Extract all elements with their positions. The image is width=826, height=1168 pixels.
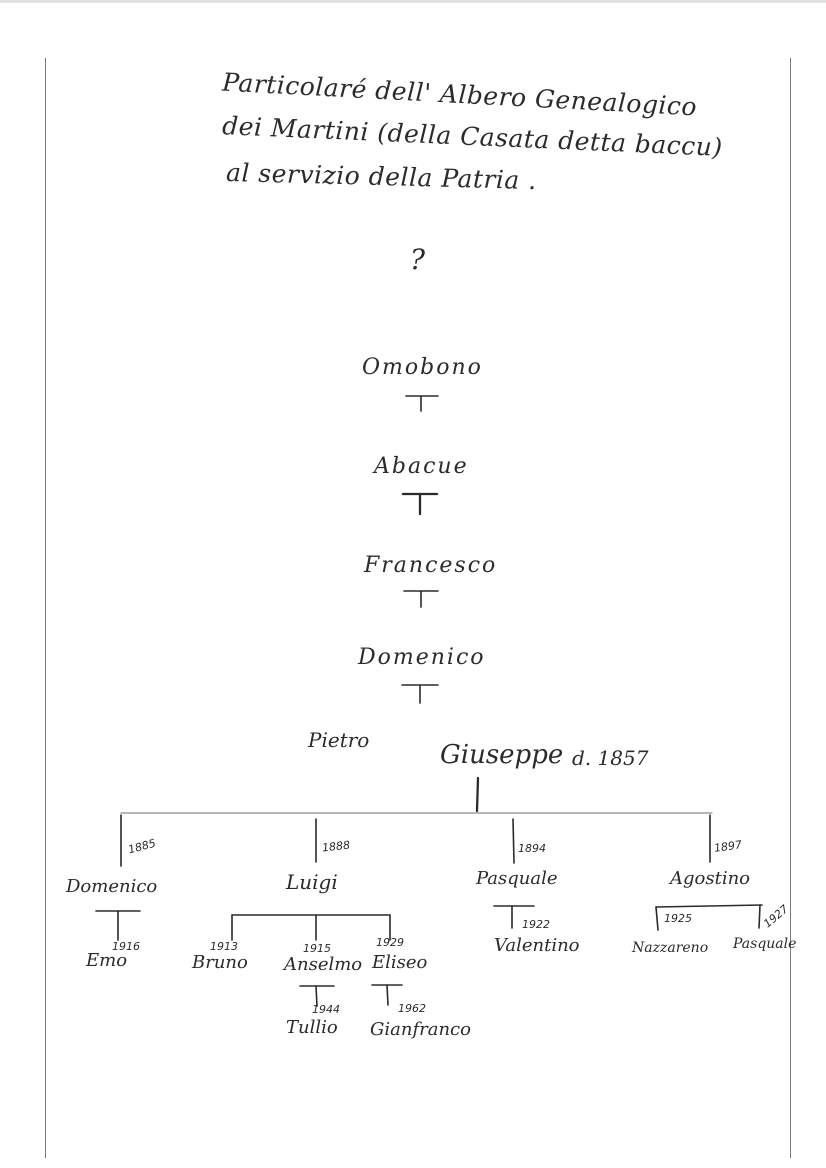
year-valentino: 1922 bbox=[522, 918, 550, 931]
great-grandchildren-connectors bbox=[299, 984, 403, 1007]
ancestor-connectors bbox=[401, 395, 439, 704]
ancestor-francesco: Francesco bbox=[364, 553, 498, 578]
head-giuseppe: Giuseppe bbox=[440, 740, 564, 770]
child-pasquale: Pasquale bbox=[476, 868, 558, 889]
grandchildren-connectors bbox=[95, 904, 763, 941]
grandchild-anselmo: Anselmo bbox=[284, 954, 363, 975]
connector-agostino-bar bbox=[655, 904, 763, 908]
year-emo: 1916 bbox=[112, 940, 140, 953]
grandchild-emo: Emo bbox=[86, 950, 128, 971]
head-death-date: d. 1857 bbox=[572, 746, 649, 770]
connector-pasquale-agostino bbox=[758, 904, 761, 929]
ancestor-domenico: Domenico bbox=[358, 645, 486, 670]
children-connectors bbox=[120, 776, 713, 867]
scan-top-edge bbox=[0, 0, 826, 3]
year-eliseo: 1929 bbox=[376, 936, 404, 949]
connector-child-pasquale bbox=[512, 818, 515, 864]
year-pasquale: 1894 bbox=[518, 842, 546, 855]
ancestor-omobono: Omobono bbox=[362, 355, 483, 380]
left-margin-line bbox=[45, 58, 46, 1158]
ancestor-abacue: Abacue bbox=[374, 454, 469, 479]
connector-gianfranco-stem bbox=[386, 984, 389, 1006]
year-tullio: 1944 bbox=[312, 1003, 340, 1016]
child-luigi: Luigi bbox=[286, 870, 338, 894]
year-bruno: 1913 bbox=[210, 940, 238, 953]
grandchild-valentino: Valentino bbox=[494, 935, 580, 956]
year-gianfranco: 1962 bbox=[398, 1002, 426, 1015]
grandchild-pasquale-agostino: Pasquale bbox=[733, 936, 797, 952]
grandchild-eliseo: Eliseo bbox=[372, 952, 428, 973]
child-agostino: Agostino bbox=[670, 868, 751, 889]
unknown-origin-mark: ? bbox=[410, 243, 426, 276]
year-anselmo: 1915 bbox=[303, 942, 331, 955]
great-grandchild-tullio: Tullio bbox=[286, 1017, 338, 1038]
sibling-pietro: Pietro bbox=[308, 728, 370, 752]
year-nazzareno: 1925 bbox=[664, 912, 692, 925]
grandchild-bruno: Bruno bbox=[192, 952, 248, 973]
connector-tullio-stem bbox=[315, 985, 318, 1007]
grandchild-nazzareno: Nazzareno bbox=[632, 940, 709, 956]
connector-nazzareno bbox=[655, 906, 659, 931]
child-domenico: Domenico bbox=[66, 876, 158, 897]
connector-giuseppe-stem bbox=[475, 776, 480, 813]
right-margin-line bbox=[790, 58, 791, 1158]
great-grandchild-gianfranco: Gianfranco bbox=[370, 1019, 471, 1040]
